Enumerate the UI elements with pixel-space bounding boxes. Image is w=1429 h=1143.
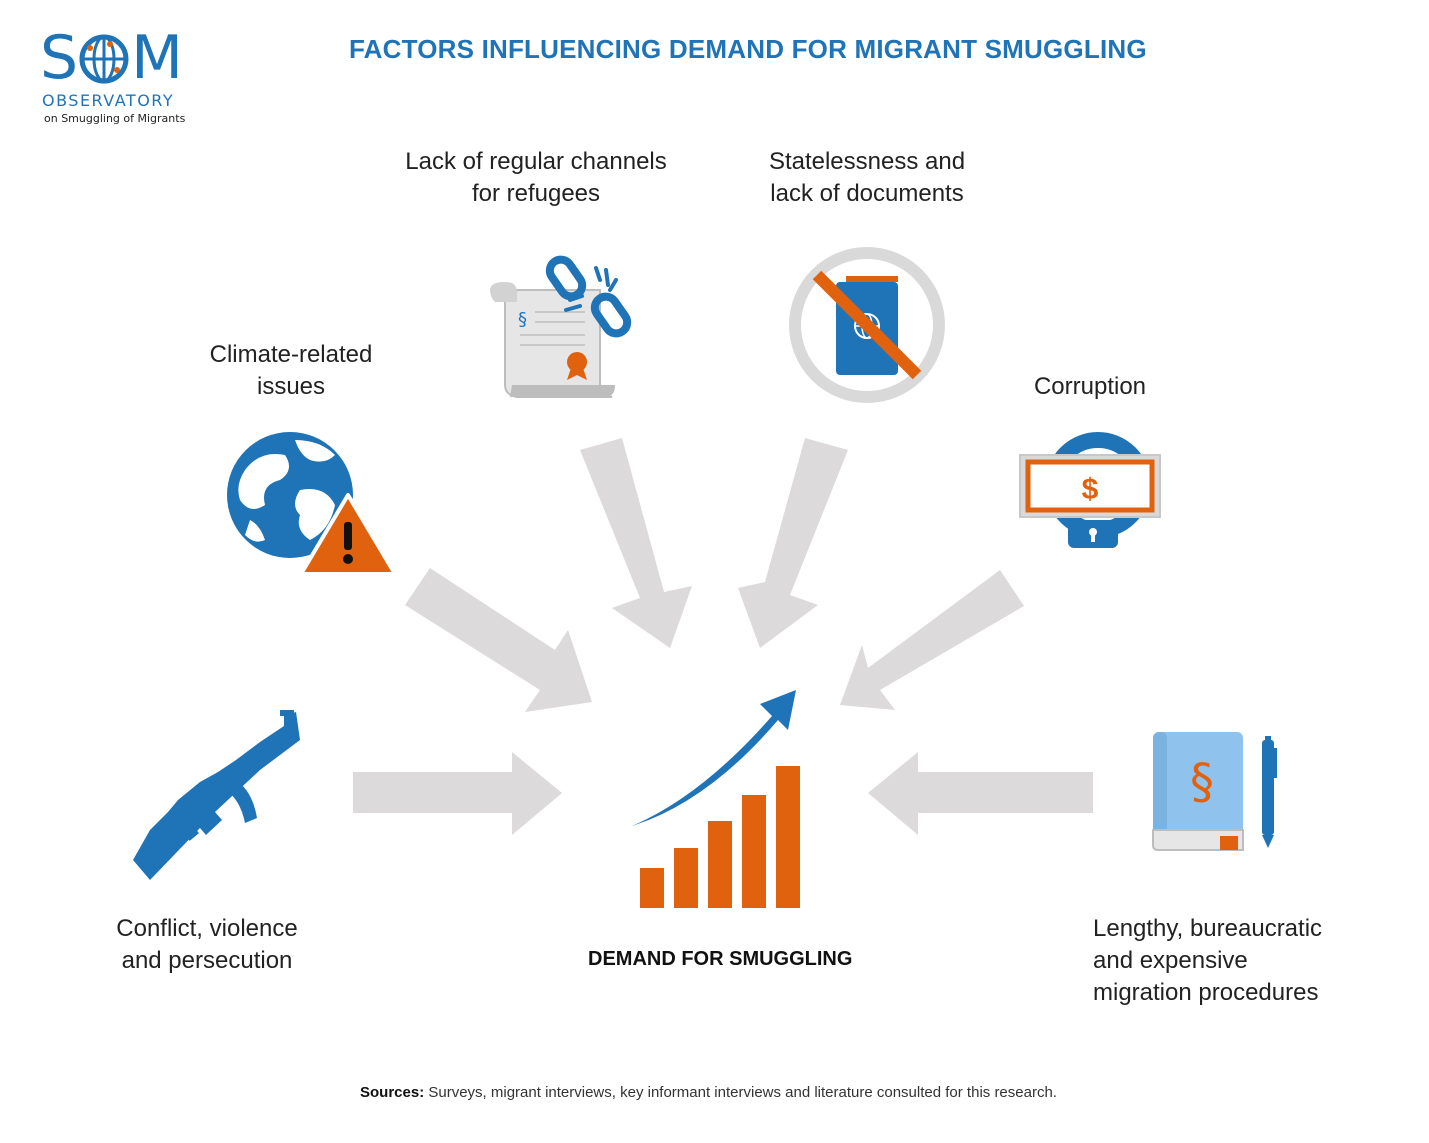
globe-icon xyxy=(227,432,353,558)
svg-text:§: § xyxy=(1190,754,1214,810)
label-climate: Climate-related issues xyxy=(196,339,386,403)
arrow-conflict xyxy=(353,752,562,835)
trend-arrow-icon xyxy=(632,690,796,826)
label-line: Corruption xyxy=(1033,373,1147,400)
label-line: Conflict, violence xyxy=(116,915,298,942)
sources-text: Surveys, migrant interviews, key informa… xyxy=(424,1084,1057,1101)
arrow-procedures xyxy=(868,752,1093,835)
label-statelessness: Statelessness and lack of documents xyxy=(760,146,974,210)
page-title: FACTORS INFLUENCING DEMAND FOR MIGRANT S… xyxy=(349,34,1147,64)
logo-subtitle: on Smuggling of Migrants xyxy=(44,112,186,125)
label-corruption: Corruption xyxy=(1020,371,1160,403)
arrow-statelessness xyxy=(738,438,848,648)
arrow-regular-channels xyxy=(580,438,692,648)
center-label: DEMAND FOR SMUGGLING xyxy=(588,948,853,970)
arrows xyxy=(353,438,1093,835)
arrow-climate xyxy=(405,568,592,712)
document-icon: § xyxy=(490,282,615,398)
handcuff-money-icon: $ xyxy=(1019,432,1161,548)
label-line: issues xyxy=(256,373,326,400)
label-line: and persecution xyxy=(121,947,293,974)
label-regular-channels: Lack of regular channels for refugees xyxy=(400,146,672,210)
label-conflict: Conflict, violence and persecution xyxy=(100,913,314,977)
sources-note: Sources: Surveys, migrant interviews, ke… xyxy=(360,1084,1057,1101)
label-line: lack of documents xyxy=(770,180,964,207)
label-line: migration procedures xyxy=(1093,979,1319,1006)
bar-chart-icon xyxy=(640,766,800,908)
label-line: for refugees xyxy=(471,180,601,207)
svg-text:§: § xyxy=(518,309,527,330)
broken-chain-icon xyxy=(545,255,632,338)
label-line: Statelessness and xyxy=(768,148,966,175)
no-passport-icon xyxy=(789,247,945,403)
rifle-icon xyxy=(133,710,300,880)
law-book-icon: § xyxy=(1152,732,1244,851)
label-line: Climate-related xyxy=(209,341,373,368)
label-line: Lengthy, bureaucratic xyxy=(1093,915,1323,942)
warning-icon xyxy=(299,493,397,576)
label-line: and expensive xyxy=(1093,947,1248,974)
svg-text:$: $ xyxy=(1082,473,1099,506)
label-line: Lack of regular channels xyxy=(405,148,667,175)
pen-icon xyxy=(1262,736,1277,848)
label-procedures: Lengthy, bureaucratic and expensive migr… xyxy=(1093,913,1343,1009)
arrow-corruption xyxy=(840,570,1024,710)
sources-label: Sources: xyxy=(360,1084,425,1101)
logo-observatory: OBSERVATORY xyxy=(42,91,175,110)
